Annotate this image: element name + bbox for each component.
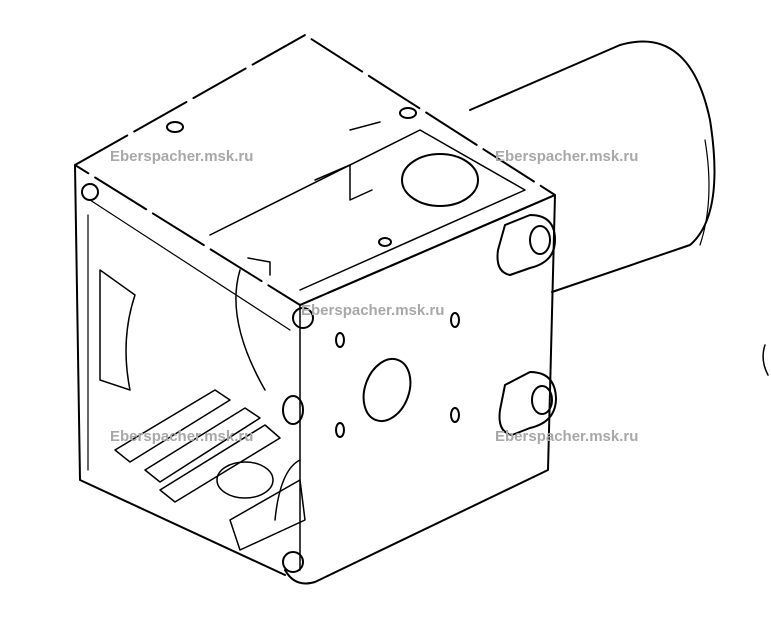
watermark-text: Eberspacher.msk.ru bbox=[495, 148, 639, 165]
watermark-text: Eberspacher.msk.ru bbox=[110, 148, 254, 165]
holes-and-bosses bbox=[81, 107, 557, 573]
housing-box bbox=[74, 34, 556, 585]
internal-ribs bbox=[99, 269, 306, 551]
motor-cylinder bbox=[469, 40, 769, 376]
watermark-text: Eberspacher.msk.ru bbox=[495, 428, 639, 445]
watermark-text: Eberspacher.msk.ru bbox=[110, 428, 254, 445]
watermark-text: Eberspacher.msk.ru bbox=[301, 302, 445, 319]
